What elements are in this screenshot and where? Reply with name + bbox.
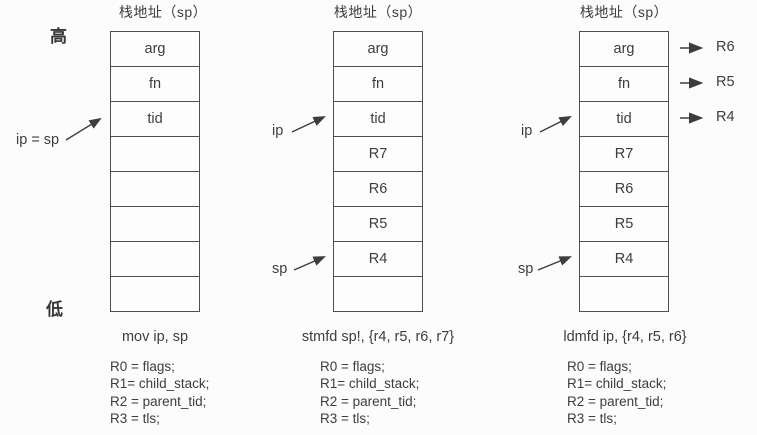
register-line: R0 = flags; <box>110 359 175 374</box>
register-line: R3 = tls; <box>567 411 617 427</box>
stack-cell: R4 <box>334 242 422 277</box>
register-line: R1= child_stack; <box>567 376 667 392</box>
pop-target-label-r4: R4 <box>716 109 735 125</box>
stack-cell: fn <box>334 67 422 102</box>
ip-sp-pointer-arrow <box>65 117 102 141</box>
register-notes-col2: R0 = flags; R1= child_stack; R2 = parent… <box>320 358 419 428</box>
high-address-label: 高 <box>50 27 67 46</box>
low-address-label: 低 <box>46 300 63 319</box>
register-line: R2 = parent_tid; <box>110 393 207 409</box>
stack-cell: R4 <box>580 242 668 277</box>
sp-pointer-label-col2: sp <box>272 261 288 277</box>
stack-cell <box>111 207 199 242</box>
register-line: R3 = tls; <box>320 411 370 427</box>
stack-cell <box>111 277 199 311</box>
stack-title-col1: 栈地址（sp） <box>118 4 208 20</box>
pop-target-label-r6: R6 <box>716 39 735 55</box>
stack-cell: R7 <box>580 137 668 172</box>
stack-cell: R6 <box>334 172 422 207</box>
ip-pointer-label-col2: ip <box>272 123 284 139</box>
register-line: R1= child_stack; <box>320 376 420 392</box>
stack-cell: arg <box>580 32 668 67</box>
stack-col1: arg fn tid <box>110 31 200 312</box>
register-line: R0 = flags; <box>567 359 632 374</box>
stack-title-col3: 栈地址（sp） <box>579 4 669 20</box>
stack-cell: R5 <box>334 207 422 242</box>
stack-cell: R5 <box>580 207 668 242</box>
sp-pointer-arrow-col3 <box>537 256 572 271</box>
register-line: R1= child_stack; <box>110 376 210 392</box>
stack-cell: fn <box>111 67 199 102</box>
register-line: R0 = flags; <box>320 359 385 374</box>
ip-pointer-arrow-col2 <box>291 116 326 133</box>
stack-cell: tid <box>111 102 199 137</box>
ip-pointer-label-col3: ip <box>521 123 533 139</box>
stack-col2: arg fn tid R7 R6 R5 R4 <box>333 31 423 312</box>
instruction-caption-col1: mov ip, sp <box>121 329 189 345</box>
stack-title-col2: 栈地址（sp） <box>333 4 423 20</box>
stack-cell: R7 <box>334 137 422 172</box>
register-notes-col3: R0 = flags; R1= child_stack; R2 = parent… <box>567 358 666 428</box>
instruction-caption-col3: ldmfd ip, {r4, r5, r6} <box>563 329 687 345</box>
register-notes-col1: R0 = flags; R1= child_stack; R2 = parent… <box>110 358 209 428</box>
register-line: R2 = parent_tid; <box>567 393 664 409</box>
stack-cell: fn <box>580 67 668 102</box>
stack-col3: arg fn tid R7 R6 R5 R4 <box>579 31 669 312</box>
ip-sp-pointer-label: ip = sp <box>16 132 60 148</box>
sp-pointer-arrow-col2 <box>293 256 326 271</box>
instruction-caption-col2: stmfd sp!, {r4, r5, r6, r7} <box>301 329 455 345</box>
stack-cell <box>111 172 199 207</box>
stack-cell: tid <box>334 102 422 137</box>
sp-pointer-label-col3: sp <box>518 261 534 277</box>
stack-cell: R6 <box>580 172 668 207</box>
register-line: R2 = parent_tid; <box>320 393 417 409</box>
pop-target-label-r5: R5 <box>716 74 735 90</box>
stack-cell <box>580 277 668 311</box>
ip-pointer-arrow-col3 <box>539 116 572 133</box>
stack-cell <box>111 242 199 277</box>
stack-cell: tid <box>580 102 668 137</box>
stack-cell <box>111 137 199 172</box>
stack-cell: arg <box>334 32 422 67</box>
stack-cell: arg <box>111 32 199 67</box>
register-line: R3 = tls; <box>110 411 160 427</box>
stack-cell <box>334 277 422 311</box>
